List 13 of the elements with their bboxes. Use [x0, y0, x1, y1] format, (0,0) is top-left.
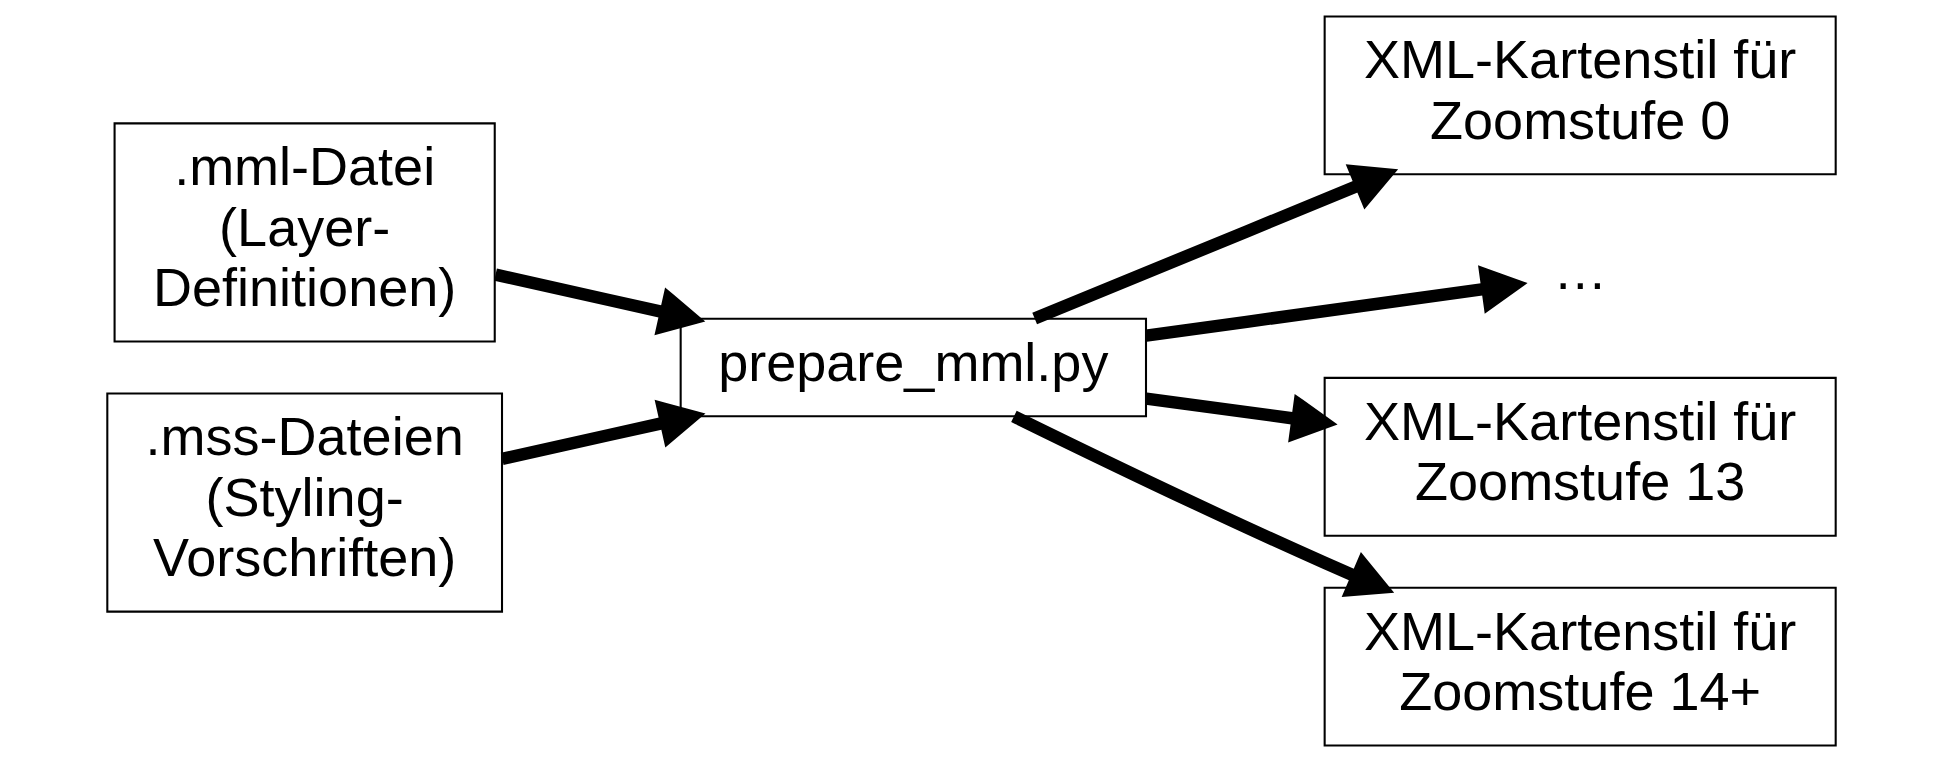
arrow: [1031, 164, 1398, 325]
arrow: [1144, 392, 1338, 443]
node-box: prepare_mml.py: [679, 317, 1147, 418]
node-box: XML-Kartenstil für Zoomstufe 0: [1323, 15, 1837, 176]
arrow: [1010, 410, 1394, 597]
node-text: …: [1552, 240, 1607, 301]
node-box: .mss-Dateien (Styling- Vorschriften): [105, 392, 503, 613]
arrow: [493, 268, 705, 336]
node-box: XML-Kartenstil für Zoomstufe 14+: [1323, 586, 1837, 747]
node-box: XML-Kartenstil für Zoomstufe 13: [1323, 376, 1837, 537]
arrow: [1144, 265, 1528, 342]
arrow: [500, 399, 705, 465]
node-box: .mml-Datei (Layer- Definitionen): [113, 122, 496, 343]
